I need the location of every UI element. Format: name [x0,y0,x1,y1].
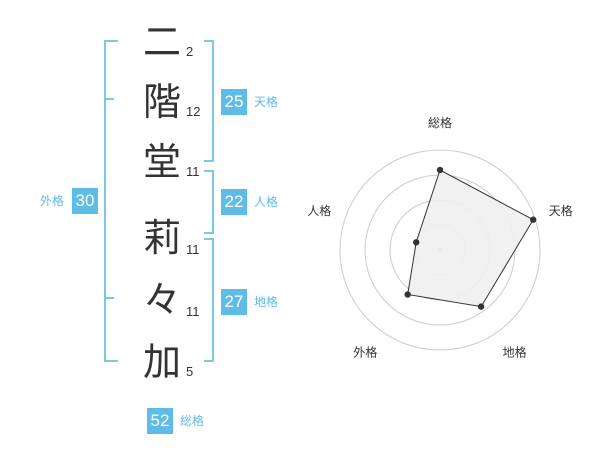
chikaku-bracket [204,238,214,362]
gaikaku-bracket [104,40,118,362]
chikaku-label: 地格 [254,295,279,309]
gaikaku-label: 外格 [40,194,65,208]
stroke-count-1: 2 [186,44,194,59]
jinkaku-bracket [204,170,214,234]
name-char-1: 二 [142,20,181,64]
radar-axis-label-1: 総格 [428,115,452,130]
radar-axis-label-4: 外格 [353,345,377,360]
radar-area [407,169,534,308]
radar-point-5 [413,239,420,246]
name-char-2: 階 [142,80,181,124]
stroke-count-5: 11 [186,304,200,319]
gaikaku-tick-lower [104,297,114,299]
name-char-5: 々 [142,278,181,322]
chikaku-score: 27 [221,289,247,315]
jinkaku-score: 22 [221,189,247,215]
tenkaku-score: 25 [221,89,247,115]
radar-axis-label-3: 地格 [503,345,527,360]
stroke-count-2: 12 [186,104,201,119]
name-char-3: 堂 [142,140,181,184]
stroke-count-6: 5 [186,364,194,379]
radar-point-3 [477,303,485,310]
radar-ring-4 [339,149,541,351]
radar-axis-label-2: 天格 [549,203,573,218]
gaikaku-score: 30 [72,188,98,214]
soukaku-label: 総格 [180,414,205,428]
radar-axis-label-5: 人格 [307,203,331,218]
tenkaku-bracket [204,40,214,162]
soukaku-score: 52 [147,408,173,434]
gaikaku-tick-upper [104,98,114,100]
stroke-count-4: 11 [186,242,200,257]
tenkaku-label: 天格 [254,95,279,109]
jinkaku-label: 人格 [254,195,279,209]
name-char-6: 加 [142,340,181,384]
radar-point-1 [436,166,444,174]
stroke-count-3: 11 [186,164,200,179]
radar-point-2 [530,216,537,223]
radar-point-4 [404,291,411,298]
name-char-4: 莉 [142,216,181,260]
